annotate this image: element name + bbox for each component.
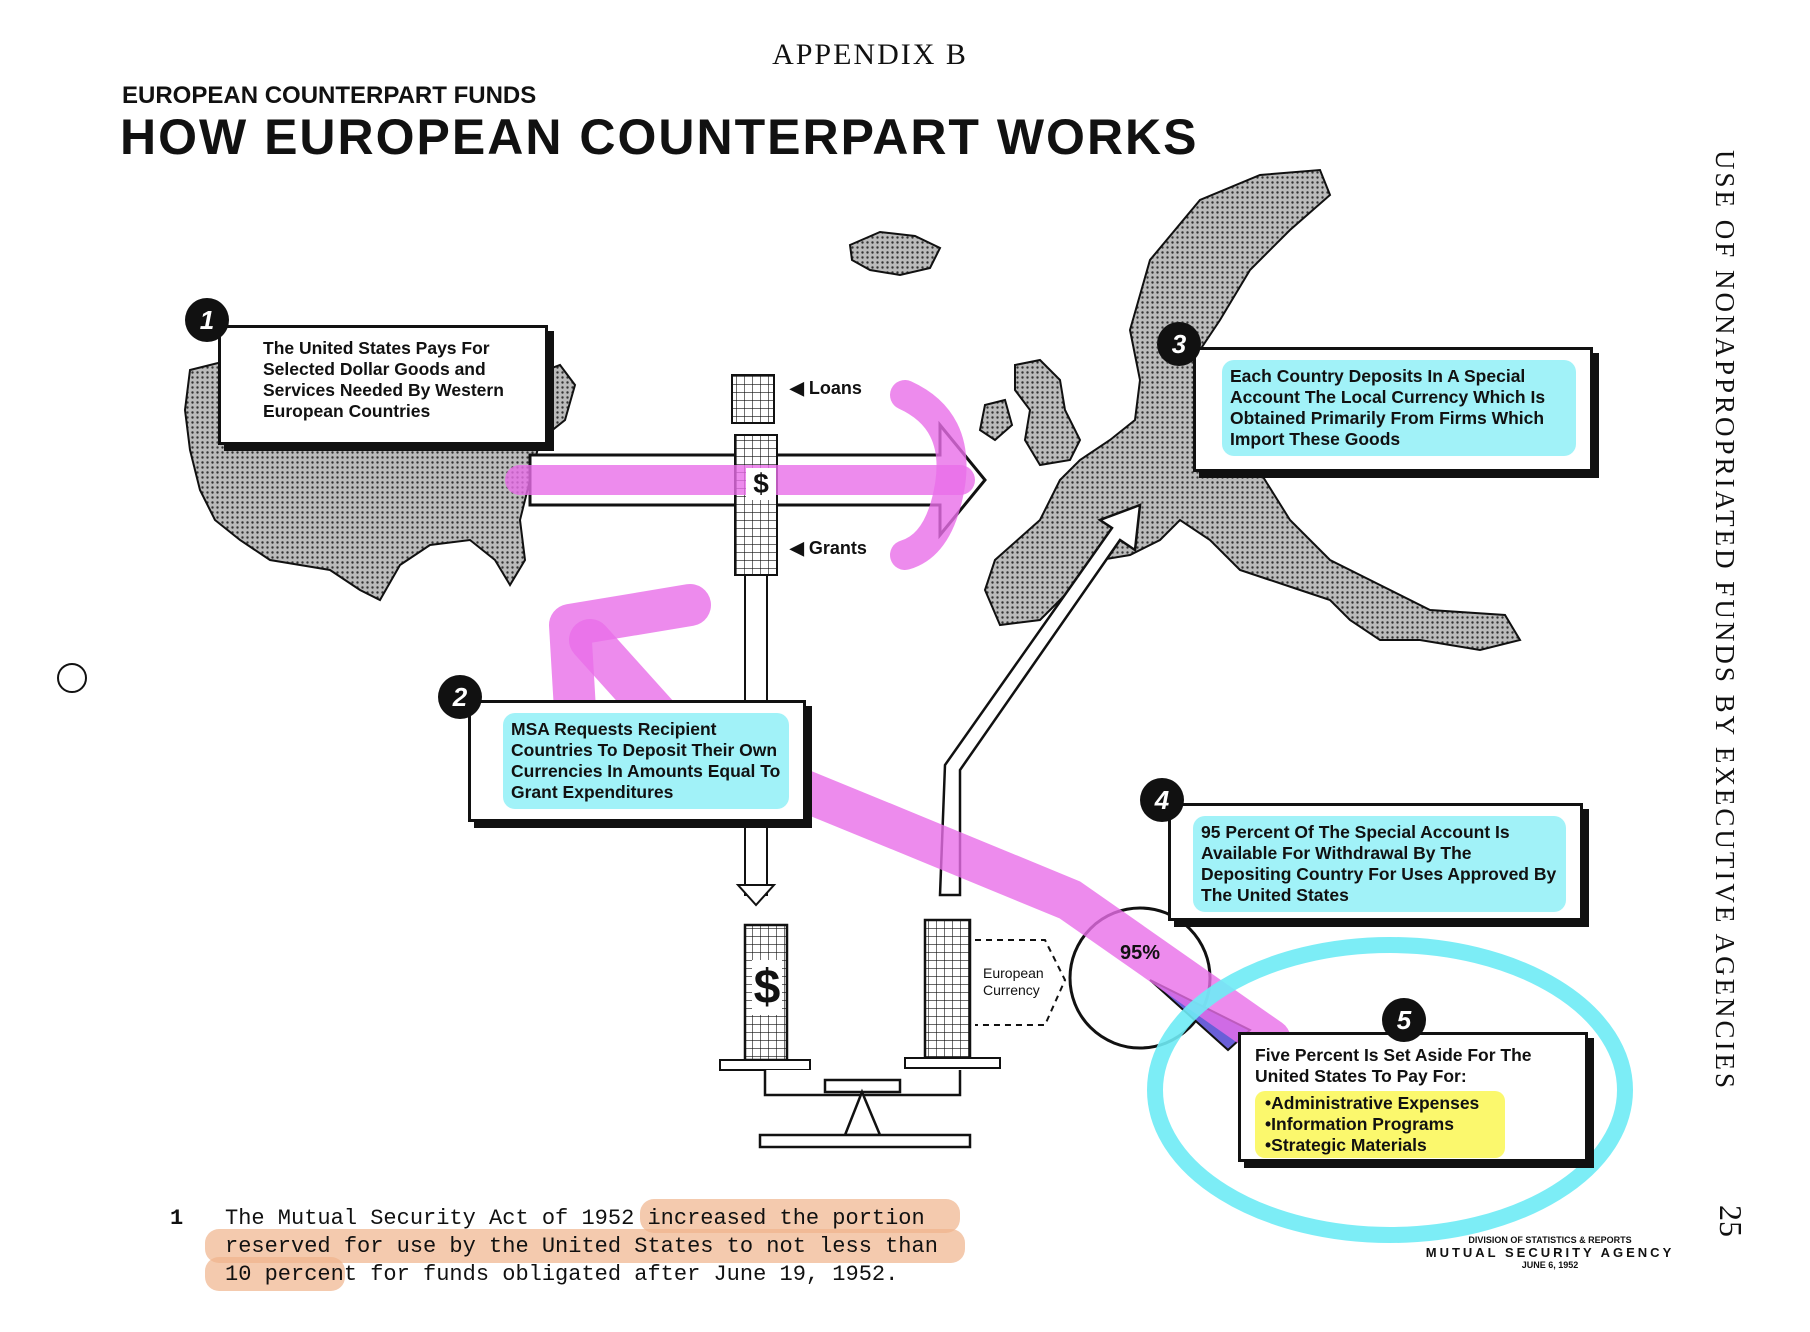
step-5-box: Five Percent Is Set Aside For The United… <box>1238 1032 1588 1162</box>
annotation-circle-step5 <box>1147 937 1633 1243</box>
page-number: 25 <box>1713 1205 1749 1237</box>
percent-label: 95% <box>1120 942 1161 964</box>
footnote-highlight-3 <box>205 1257 345 1291</box>
currency-column <box>731 374 778 907</box>
step-5-badge: 5 <box>1382 998 1426 1042</box>
footnote-text: The Mutual Security Act of 1952 increase… <box>225 1206 938 1287</box>
annotation-arrow-return-head <box>549 584 711 731</box>
european-currency-label: European Currency <box>983 965 1044 998</box>
page-title: HOW EUROPEAN COUNTERPART WORKS <box>120 109 1199 165</box>
grants-label: ◀ Grants <box>790 538 867 558</box>
step-2-badge: 2 <box>438 675 482 719</box>
step-1-badge: 1 <box>185 298 229 342</box>
step-1-box: The United States Pays For Selected Doll… <box>218 325 548 445</box>
step-2-text: MSA Requests Recipient Countries To Depo… <box>503 713 789 809</box>
credit-date: JUNE 6, 1952 <box>1521 1260 1579 1270</box>
footnote-highlight-1 <box>640 1199 960 1233</box>
step-5-bullets: •Administrative Expenses •Information Pr… <box>1255 1091 1505 1158</box>
credit-block: DIVISION OF STATISTICS & REPORTS MUTUAL … <box>1420 1235 1680 1270</box>
dollar-symbol-stack: $ <box>752 960 782 1015</box>
british-isles-map <box>978 358 1082 467</box>
dollar-symbol-column: $ <box>746 468 776 500</box>
step-5-text: Five Percent Is Set Aside For The United… <box>1255 1045 1532 1086</box>
credit-division: DIVISION OF STATISTICS & REPORTS <box>1468 1235 1632 1245</box>
supertitle: EUROPEAN COUNTERPART FUNDS <box>122 82 537 109</box>
step-2-box: MSA Requests Recipient Countries To Depo… <box>468 700 806 822</box>
step-4-badge: 4 <box>1140 778 1184 822</box>
annotation-arrow-head <box>890 380 967 570</box>
step-5-bullet-1: •Administrative Expenses <box>1265 1093 1480 1113</box>
grants-text: Grants <box>808 538 867 558</box>
step-5-bullet-3: •Strategic Materials <box>1265 1135 1427 1155</box>
step-5-bullet-2: •Information Programs <box>1265 1114 1454 1134</box>
step-3-badge: 3 <box>1157 322 1201 366</box>
step-4-box: 95 Percent Of The Special Account Is Ava… <box>1168 803 1583 921</box>
iceland-map <box>848 230 942 277</box>
loans-text: Loans <box>808 378 862 398</box>
footnote-number: 1 <box>170 1206 184 1231</box>
dashed-connector <box>975 939 1067 1026</box>
loans-label: ◀ Loans <box>790 378 862 398</box>
side-title: USE OF NONAPPROPRIATED FUNDS BY EXECUTIV… <box>1710 150 1740 1092</box>
step-1-text: The United States Pays For Selected Doll… <box>263 338 504 421</box>
punch-hole <box>57 663 87 693</box>
appendix-label: APPENDIX B <box>772 38 968 71</box>
step-3-box: Each Country Deposits In A Special Accou… <box>1193 347 1593 472</box>
balance-scale <box>758 1070 972 1149</box>
step-4-text: 95 Percent Of The Special Account Is Ava… <box>1193 816 1566 912</box>
step-3-text: Each Country Deposits In A Special Accou… <box>1222 360 1576 456</box>
credit-agency: MUTUAL SECURITY AGENCY <box>1425 1245 1675 1260</box>
european-currency-stack <box>904 918 1001 1069</box>
